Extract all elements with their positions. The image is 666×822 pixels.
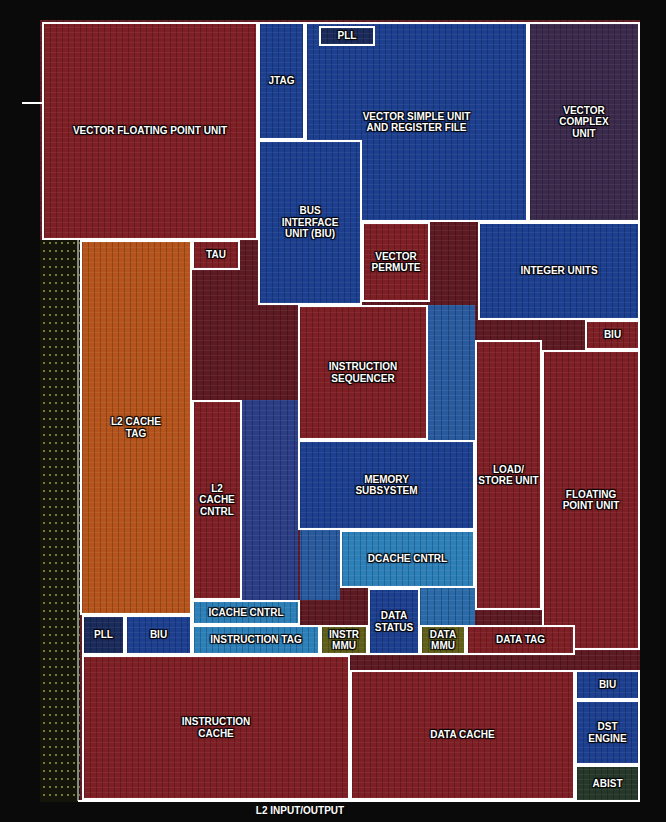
region-label: INSTR MMU [322, 629, 366, 652]
die-region: INTEGER UNITS [478, 222, 640, 320]
die-region: INSTR MMU [320, 625, 368, 655]
die-region: FLOATING POINT UNIT [542, 350, 640, 650]
region-label: DATA STATUS [370, 610, 418, 633]
region-label: LOAD/ STORE UNIT [477, 464, 540, 487]
die-region: DATA MMU [420, 625, 466, 655]
die-region: INSTRUCTION SEQUENCER [298, 305, 428, 440]
die-region: BIU [575, 670, 640, 700]
region-label: PLL [338, 30, 357, 42]
region-label: ICACHE CNTRL [209, 607, 284, 619]
die-region: BIU [125, 615, 192, 655]
die-region: MEMORY SUBSYSTEM [298, 440, 475, 530]
region-label: BIU [150, 629, 167, 641]
die-region: LOAD/ STORE UNIT [475, 340, 542, 610]
die-region: BUS INTERFACE UNIT (BIU) [258, 140, 362, 305]
region-label: DCACHE CNTRL [368, 553, 447, 565]
region-label: INTEGER UNITS [520, 265, 597, 277]
region-label: DATA TAG [496, 634, 545, 646]
die-region: VECTOR FLOATING POINT UNIT [42, 22, 258, 240]
region-label: TAU [206, 249, 226, 261]
region-label: BUS INTERFACE UNIT (BIU) [271, 205, 349, 240]
die-region: L2 CACHE CNTRL [192, 400, 242, 600]
io-line [78, 800, 640, 802]
edge-tick [22, 102, 42, 104]
die-region: L2 CACHE TAG [80, 240, 192, 615]
region-label: FLOATING POINT UNIT [555, 489, 627, 512]
region-label: DATA CACHE [430, 729, 494, 741]
die-region: PLL [82, 615, 125, 655]
region-label: DST ENGINE [578, 721, 638, 744]
io-pads [40, 240, 80, 802]
die-region: DCACHE CNTRL [340, 530, 475, 588]
die-region: DST ENGINE [575, 700, 640, 765]
region-label: VECTOR COMPLEX UNIT [548, 105, 620, 140]
region-label: VECTOR PERMUTE [364, 251, 428, 274]
region-label: DATA MMU [422, 629, 464, 652]
region-label: BIU [604, 329, 621, 341]
region-label: L2 CACHE TAG [101, 416, 171, 439]
region-label: ABIST [593, 778, 623, 790]
die-region: JTAG [258, 22, 305, 140]
die-texture [40, 20, 640, 802]
die-region: VECTOR COMPLEX UNIT [528, 22, 640, 222]
region-label: INSTRUCTION CACHE [166, 716, 266, 739]
region-label: VECTOR FLOATING POINT UNIT [73, 125, 227, 137]
die-region: VECTOR PERMUTE [362, 222, 430, 302]
region-label: L2 CACHE CNTRL [194, 483, 240, 518]
die-region: TAU [192, 240, 240, 270]
io-line [78, 240, 79, 801]
die-ground [40, 20, 640, 802]
die-region: BIU [585, 320, 640, 350]
io-strip [40, 240, 80, 802]
die-region: ICACHE CNTRL [192, 600, 300, 625]
io-label: L2 INPUT/OUTPUT [80, 805, 520, 816]
die-region: INSTRUCTION TAG [192, 625, 320, 655]
region-label: BIU [599, 679, 616, 691]
region-label: INSTRUCTION SEQUENCER [311, 361, 415, 384]
die-region: ABIST [575, 765, 640, 802]
region-label: INSTRUCTION TAG [210, 634, 301, 646]
region-label: PLL [94, 629, 113, 641]
die-region: DATA STATUS [368, 588, 420, 655]
die-region: PLL [319, 26, 375, 46]
die-region: DATA CACHE [350, 670, 575, 800]
region-label: VECTOR SIMPLE UNIT AND REGISTER FILE [362, 111, 472, 134]
region-label: MEMORY SUBSYSTEM [339, 474, 435, 497]
region-label: JTAG [269, 75, 295, 87]
die-region: INSTRUCTION CACHE [82, 655, 350, 800]
die-region: DATA TAG [466, 625, 575, 655]
